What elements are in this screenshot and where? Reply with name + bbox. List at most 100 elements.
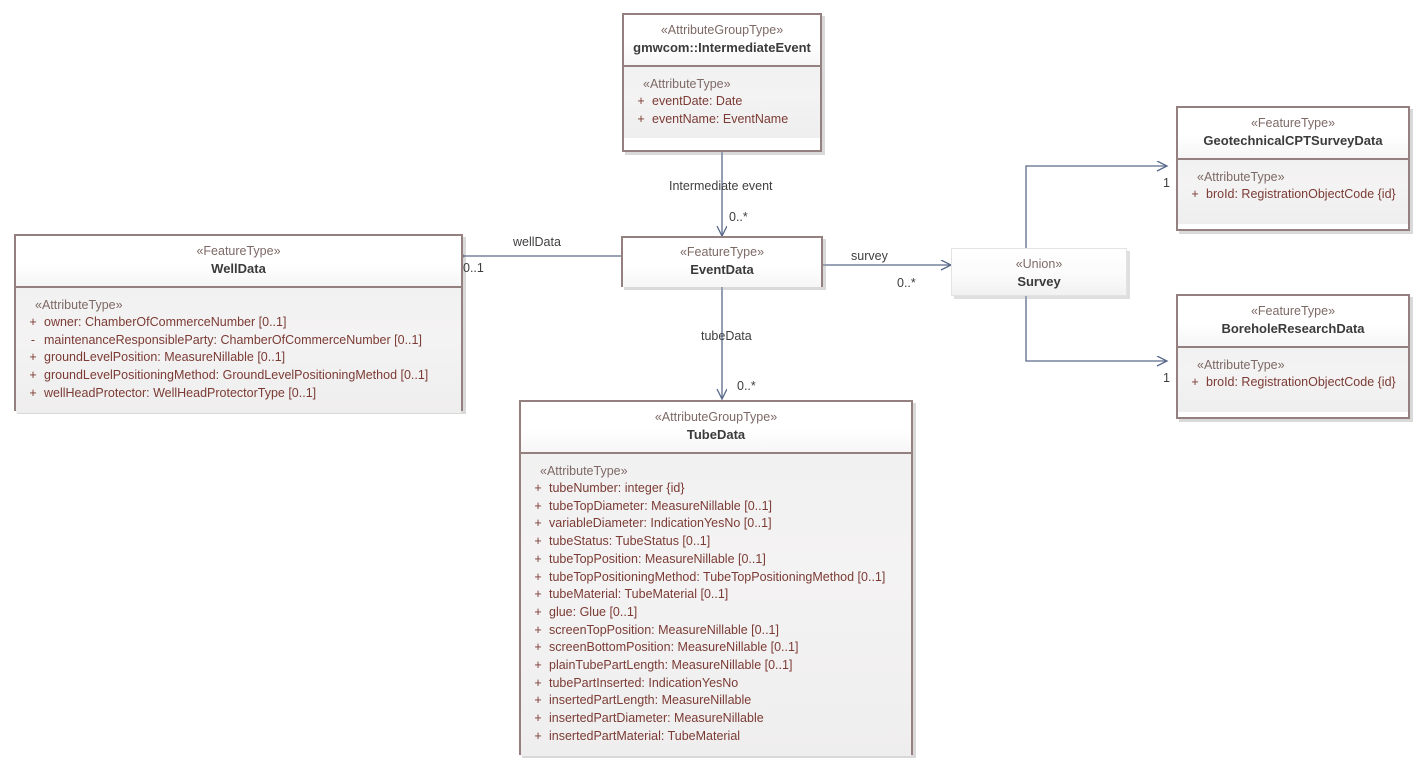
connector-label-well-data: wellData — [513, 235, 561, 249]
attribute-row: + groundLevelPosition: MeasureNillable [… — [22, 349, 455, 367]
class-stereotype: «FeatureType» — [196, 244, 281, 258]
attribute-row: + tubeTopDiameter: MeasureNillable [0..1… — [527, 498, 905, 516]
attribute-row: + tubePartInserted: IndicationYesNo — [527, 675, 905, 693]
attribute-signature: maintenanceResponsibleParty: ChamberOfCo… — [44, 332, 422, 347]
attribute-visibility: + — [534, 587, 542, 602]
class-survey-union[interactable]: «Union» Survey — [951, 248, 1127, 296]
class-well-data[interactable]: «FeatureType» WellData «AttributeType» +… — [14, 234, 463, 413]
class-stereotype: «AttributeGroupType» — [660, 23, 784, 37]
attribute-signature: eventName: EventName — [652, 111, 789, 126]
class-header-well-data: «FeatureType» WellData — [16, 236, 461, 288]
attribute-visibility: + — [637, 111, 645, 126]
class-geotechnical-cpt-survey-data[interactable]: «FeatureType» GeotechnicalCPTSurveyData … — [1176, 106, 1410, 231]
attribute-row: + eventName: EventName — [630, 111, 814, 129]
attribute-signature: owner: ChamberOfCommerceNumber [0..1] — [44, 315, 287, 329]
attribute-visibility: - — [30, 332, 36, 347]
attribute-row: - maintenanceResponsibleParty: ChamberOf… — [22, 332, 455, 350]
class-intermediate-event[interactable]: «AttributeGroupType» gmwcom::Intermediat… — [622, 13, 822, 152]
attribute-signature: plainTubePartLength: MeasureNillable [0.… — [549, 658, 793, 673]
attribute-signature: tubeNumber: integer {id} — [549, 481, 685, 495]
attribute-visibility: + — [534, 551, 542, 566]
class-header-borehole-research-data: «FeatureType» BoreholeResearchData — [1178, 296, 1408, 348]
attribute-row: + broId: RegistrationObjectCode {id} — [1184, 186, 1402, 204]
class-name: GeotechnicalCPTSurveyData — [1203, 133, 1383, 148]
attribute-group-label: «AttributeType» — [540, 464, 628, 478]
attribute-visibility: + — [534, 693, 542, 708]
attribute-visibility: + — [534, 481, 542, 495]
attribute-visibility: + — [534, 498, 542, 513]
class-header-event-data: «FeatureType» EventData — [623, 238, 821, 287]
attribute-signature: tubeStatus: TubeStatus [0..1] — [549, 534, 711, 549]
class-attributes-borehole-research-data: «AttributeType» + broId: RegistrationObj… — [1178, 348, 1408, 412]
attribute-row: + plainTubePartLength: MeasureNillable [… — [527, 657, 905, 675]
class-stereotype: «AttributeGroupType» — [654, 410, 778, 424]
attribute-row: + broId: RegistrationObjectCode {id} — [1184, 374, 1402, 392]
class-name: WellData — [211, 261, 266, 276]
attribute-visibility: + — [29, 315, 37, 329]
attribute-row: + groundLevelPositioningMethod: GroundLe… — [22, 367, 455, 385]
class-event-data[interactable]: «FeatureType» EventData — [621, 236, 823, 287]
attribute-visibility: + — [534, 569, 542, 584]
attribute-signature: tubeTopPosition: MeasureNillable [0..1] — [549, 551, 766, 566]
attribute-row: + screenTopPosition: MeasureNillable [0.… — [527, 622, 905, 640]
attribute-group-label: «AttributeType» — [643, 77, 731, 91]
attribute-row: + tubeTopPositioningMethod: TubeTopPosit… — [527, 569, 905, 587]
class-tube-data[interactable]: «AttributeGroupType» TubeData «Attribute… — [519, 400, 913, 756]
attribute-visibility: + — [534, 604, 542, 619]
attribute-signature: broId: RegistrationObjectCode {id} — [1206, 187, 1396, 201]
attribute-signature: insertedPartMaterial: TubeMaterial — [549, 728, 741, 743]
connector-multiplicity-intermediate-event: 0..* — [729, 210, 748, 224]
class-name: EventData — [690, 262, 754, 277]
attribute-row: + tubeNumber: integer {id} — [527, 480, 905, 498]
class-attributes-tube-data: «AttributeType» + tubeNumber: integer {i… — [521, 454, 911, 756]
class-name: BoreholeResearchData — [1221, 321, 1365, 336]
attribute-signature: broId: RegistrationObjectCode {id} — [1206, 375, 1396, 389]
attribute-visibility: + — [534, 728, 542, 743]
class-stereotype: «Union» — [1015, 257, 1063, 271]
attribute-signature: eventDate: Date — [652, 94, 743, 108]
attribute-visibility: + — [29, 368, 37, 383]
attribute-signature: tubeTopDiameter: MeasureNillable [0..1] — [549, 498, 773, 513]
class-borehole-research-data[interactable]: «FeatureType» BoreholeResearchData «Attr… — [1176, 294, 1410, 419]
attribute-signature: wellHeadProtector: WellHeadProtectorType… — [44, 385, 317, 400]
attribute-signature: variableDiameter: IndicationYesNo [0..1] — [549, 516, 772, 531]
class-attributes-geotechnical-cpt-survey-data: «AttributeType» + broId: RegistrationObj… — [1178, 160, 1408, 224]
attribute-signature: insertedPartLength: MeasureNillable — [549, 693, 752, 708]
attribute-row: + glue: Glue [0..1] — [527, 604, 905, 622]
attribute-signature: tubeMaterial: TubeMaterial [0..1] — [549, 587, 729, 602]
class-attributes-well-data: «AttributeType» + owner: ChamberOfCommer… — [16, 288, 461, 413]
attribute-signature: screenTopPosition: MeasureNillable [0..1… — [549, 622, 779, 637]
class-stereotype: «FeatureType» — [679, 245, 765, 259]
attribute-row: + screenBottomPosition: MeasureNillable … — [527, 639, 905, 657]
attribute-signature: glue: Glue [0..1] — [549, 604, 638, 619]
class-stereotype: «FeatureType» — [1250, 304, 1336, 318]
attribute-row: + variableDiameter: IndicationYesNo [0..… — [527, 515, 905, 533]
attribute-row: + insertedPartDiameter: MeasureNillable — [527, 710, 905, 728]
connector-multiplicity-borehole-branch: 1 — [1163, 371, 1170, 385]
attribute-signature: tubeTopPositioningMethod: TubeTopPositio… — [549, 569, 886, 584]
attribute-visibility: + — [534, 640, 542, 655]
attribute-visibility: + — [534, 516, 542, 531]
class-name: gmwcom::IntermediateEvent — [633, 40, 811, 55]
class-attributes-intermediate-event: «AttributeType» + eventDate: Date + even… — [624, 67, 820, 139]
attribute-row: + tubeMaterial: TubeMaterial [0..1] — [527, 586, 905, 604]
class-stereotype: «FeatureType» — [1250, 116, 1336, 130]
attribute-signature: insertedPartDiameter: MeasureNillable — [549, 711, 764, 726]
attribute-group-label: «AttributeType» — [1197, 170, 1285, 184]
class-header-tube-data: «AttributeGroupType» TubeData — [521, 402, 911, 454]
attribute-visibility: + — [1191, 375, 1199, 389]
attribute-row: + tubeStatus: TubeStatus [0..1] — [527, 533, 905, 551]
attribute-visibility: + — [534, 711, 542, 726]
class-header-geotechnical-cpt-survey-data: «FeatureType» GeotechnicalCPTSurveyData — [1178, 108, 1408, 160]
connector-multiplicity-well-data: 0..1 — [463, 261, 484, 275]
attribute-visibility: + — [534, 534, 542, 549]
class-header-intermediate-event: «AttributeGroupType» gmwcom::Intermediat… — [624, 15, 820, 67]
attribute-row: + insertedPartMaterial: TubeMaterial — [527, 728, 905, 746]
attribute-signature: tubePartInserted: IndicationYesNo — [549, 675, 739, 690]
attribute-row: + tubeTopPosition: MeasureNillable [0..1… — [527, 551, 905, 569]
connector-label-intermediate-event: Intermediate event — [669, 179, 773, 193]
attribute-row: + insertedPartLength: MeasureNillable — [527, 692, 905, 710]
connector-multiplicity-cpt-branch: 1 — [1163, 176, 1170, 190]
attribute-visibility: + — [1191, 187, 1199, 201]
